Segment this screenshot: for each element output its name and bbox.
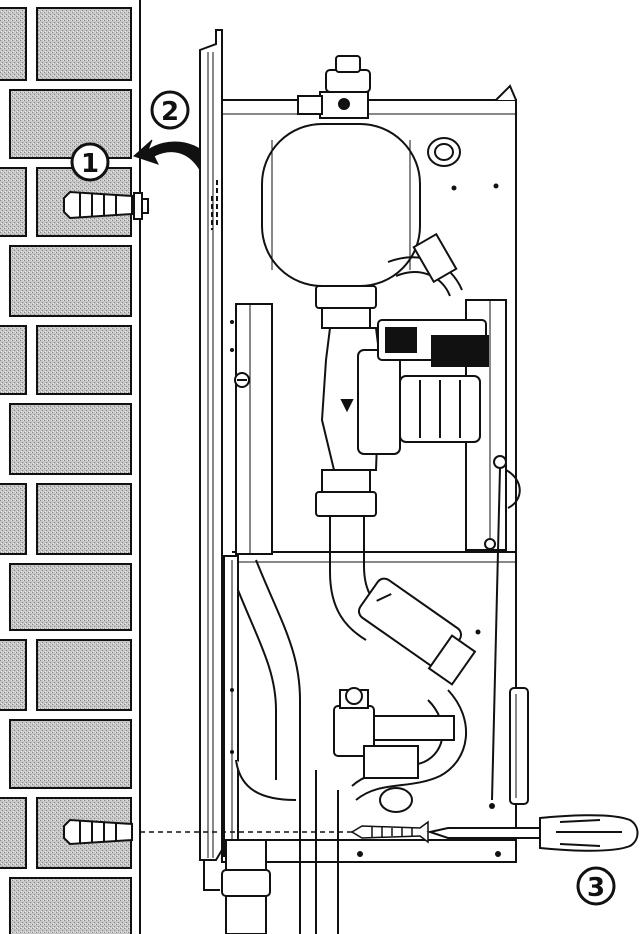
bottom-fitting xyxy=(221,759,297,934)
return-pipe xyxy=(237,559,339,934)
expansion-vessel xyxy=(261,123,461,287)
upper-right-pipe xyxy=(387,232,463,297)
lower-wall-plug xyxy=(63,818,133,846)
pipe-coupling xyxy=(357,577,477,686)
sensor-wire xyxy=(484,455,521,801)
side-bracket-screw xyxy=(234,372,250,388)
screwdriver-icon xyxy=(426,814,639,852)
step-1-number: 1 xyxy=(81,149,99,179)
gas-valve xyxy=(333,687,455,813)
brick-wall xyxy=(0,0,141,934)
upper-wall-plug xyxy=(63,190,149,220)
step-1-label: 1 xyxy=(70,142,110,182)
pump-assembly xyxy=(315,285,489,517)
tilt-arrow-icon xyxy=(133,139,213,171)
step-2-number: 2 xyxy=(161,97,179,127)
casing-screws xyxy=(230,183,501,857)
step-3-number: 3 xyxy=(587,873,605,903)
step-3-label: 3 xyxy=(576,866,616,906)
step-2-label: 2 xyxy=(150,90,190,130)
safety-valve xyxy=(297,55,371,119)
